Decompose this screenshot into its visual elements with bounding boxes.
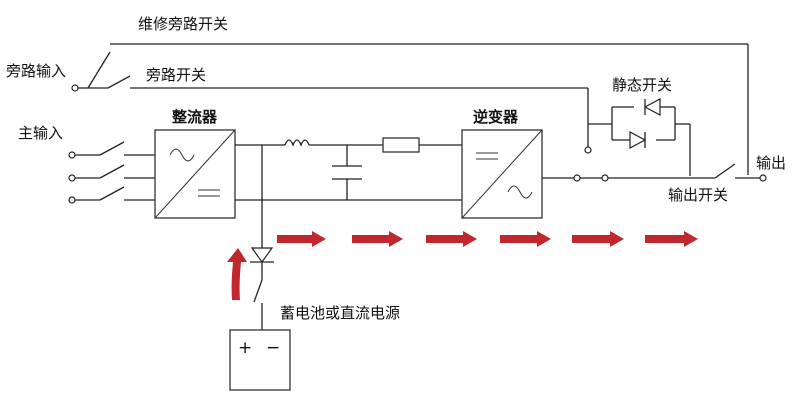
output-path <box>542 163 767 182</box>
flow-arrow-curved <box>227 248 247 300</box>
flow-arrow <box>426 231 477 247</box>
static-switch <box>588 98 691 176</box>
flow-arrow <box>277 231 326 247</box>
diode-icon <box>643 98 661 116</box>
diode-icon <box>629 131 647 149</box>
sine-wave-icon <box>169 148 195 162</box>
bypass-junction-node <box>584 146 592 154</box>
output-switch-label: 输出开关 <box>668 186 729 204</box>
static-switch-label: 静态开关 <box>612 76 673 94</box>
resistor-icon <box>382 137 420 153</box>
maintenance-bypass-line <box>75 43 749 175</box>
bypass-input-label: 旁路输入 <box>6 62 67 80</box>
power-flow-arrows <box>227 231 698 300</box>
battery-box <box>229 329 291 391</box>
maintenance-bypass-switch-label: 维修旁路开关 <box>138 15 229 33</box>
rectifier-label: 整流器 <box>172 108 218 126</box>
sine-wave-icon <box>507 185 533 199</box>
main-input-label: 主输入 <box>18 124 64 142</box>
dc-bus <box>235 137 462 248</box>
rectifier-block <box>154 129 236 219</box>
diode-icon <box>250 247 274 264</box>
battery-plus-sign: + <box>238 338 253 358</box>
output-terminal <box>759 174 767 182</box>
battery-source-label: 蓄电池或直流电源 <box>280 304 401 322</box>
battery-minus-sign: − <box>266 338 281 358</box>
output-label: 输出 <box>756 154 787 172</box>
battery-path <box>229 247 291 391</box>
flow-arrow <box>572 231 624 247</box>
flow-arrow <box>645 231 698 247</box>
main-input-switches <box>68 141 155 204</box>
bypass-switch-label: 旁路开关 <box>146 66 207 84</box>
inductor-icon <box>284 139 310 147</box>
inverter-block <box>461 129 543 219</box>
bypass-line <box>88 75 589 148</box>
flow-arrow <box>500 231 551 247</box>
bypass-input-terminal <box>71 84 79 92</box>
flow-arrow <box>352 231 403 247</box>
inverter-label: 逆变器 <box>473 108 519 126</box>
